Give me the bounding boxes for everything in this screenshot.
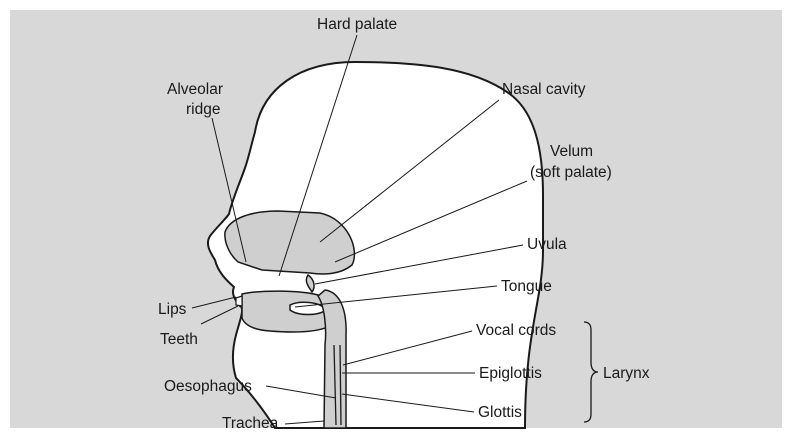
- label-epiglottis: Epiglottis: [479, 365, 542, 382]
- label-trachea: Trachea: [222, 415, 279, 432]
- label-nasal-cavity: Nasal cavity: [502, 81, 586, 98]
- label-lips: Lips: [158, 301, 187, 318]
- label-alveolar-ridge-line1: Alveolar: [167, 81, 223, 98]
- label-glottis: Glottis: [478, 404, 522, 421]
- label-larynx: Larynx: [603, 365, 650, 382]
- label-tongue: Tongue: [501, 278, 552, 295]
- label-teeth: Teeth: [160, 331, 198, 348]
- label-vocal-cords: Vocal cords: [476, 322, 556, 339]
- label-hard-palate: Hard palate: [317, 16, 397, 33]
- label-velum-line1: Velum: [550, 143, 593, 160]
- label-uvula: Uvula: [527, 236, 567, 253]
- label-oesophagus: Oesophagus: [164, 378, 252, 395]
- label-velum-line2: (soft palate): [530, 164, 612, 181]
- teeth-shape: [236, 296, 242, 306]
- label-alveolar-ridge-line2: ridge: [186, 101, 220, 118]
